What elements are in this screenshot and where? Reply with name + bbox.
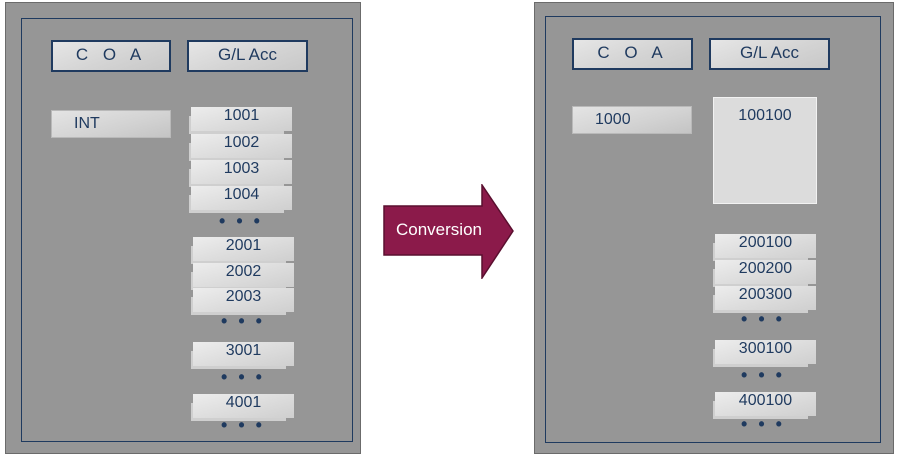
conversion-arrow: Conversion bbox=[383, 184, 515, 279]
target-ellipsis: • • • bbox=[741, 414, 785, 434]
source-ellipsis: • • • bbox=[219, 211, 263, 231]
source-panel bbox=[5, 2, 361, 454]
source-account-box: 3001 bbox=[193, 342, 294, 366]
source-account-box: 2001 bbox=[193, 237, 294, 261]
source-account-box: 4001 bbox=[193, 394, 294, 418]
target-account-box-large: 100100 bbox=[713, 97, 817, 204]
target-panel-border bbox=[545, 16, 881, 443]
target-coa-header: C O A bbox=[572, 38, 693, 70]
source-ellipsis: • • • bbox=[221, 311, 265, 331]
target-ellipsis: • • • bbox=[741, 365, 785, 385]
target-account-box: 400100 bbox=[715, 392, 816, 416]
source-gl-header: G/L Acc bbox=[187, 40, 308, 72]
source-panel-border bbox=[21, 18, 353, 442]
source-ellipsis: • • • bbox=[221, 415, 265, 435]
target-account-box: 200200 bbox=[715, 260, 816, 284]
target-account-box: 300100 bbox=[715, 340, 816, 364]
source-coa-value: INT bbox=[51, 110, 171, 138]
source-account-box: 2003 bbox=[193, 288, 294, 312]
source-account-box: 1003 bbox=[191, 160, 292, 184]
source-account-box: 1002 bbox=[191, 134, 292, 158]
arrow-right-icon bbox=[383, 184, 514, 279]
target-panel bbox=[534, 2, 894, 454]
target-account-box: 200300 bbox=[715, 286, 816, 310]
source-ellipsis: • • • bbox=[221, 367, 265, 387]
target-coa-value: 1000 bbox=[572, 106, 692, 134]
target-gl-header: G/L Acc bbox=[709, 38, 830, 70]
source-account-box: 1001 bbox=[191, 107, 292, 131]
target-account-box: 200100 bbox=[715, 234, 816, 258]
conversion-label: Conversion bbox=[396, 220, 482, 239]
source-coa-header: C O A bbox=[51, 40, 171, 72]
source-account-box: 1004 bbox=[191, 186, 292, 210]
source-account-box: 2002 bbox=[193, 263, 294, 287]
target-ellipsis: • • • bbox=[741, 309, 785, 329]
